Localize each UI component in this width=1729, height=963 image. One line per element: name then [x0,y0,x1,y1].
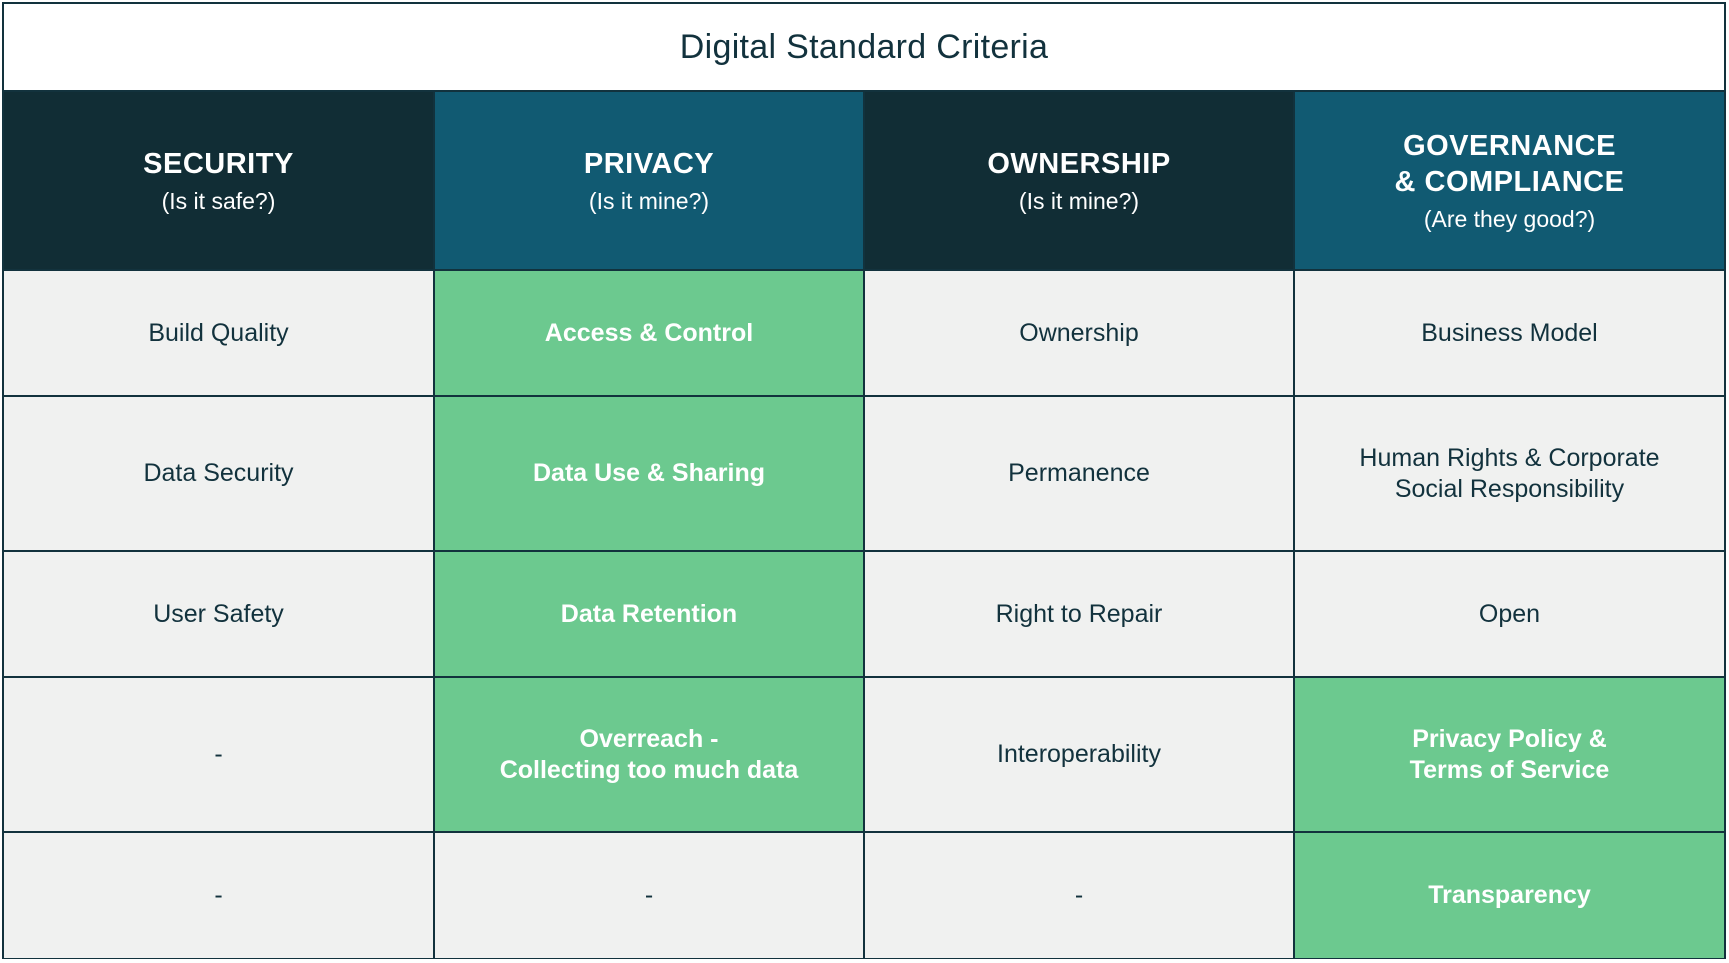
table-cell: - [4,676,435,833]
table-row: Build Quality Access & Control Ownership… [4,269,1724,397]
column-title: SECURITY [143,148,294,180]
cell-text: - [214,740,223,768]
cell-text: - [644,881,654,909]
table-cell: Ownership [863,269,1295,397]
table-cell: Interoperability [863,676,1295,833]
table-cell: Open [1293,550,1724,678]
table-title: Digital Standard Criteria [4,4,1724,92]
cell-text: Transparency [1428,881,1591,909]
table-cell: Overreach - Collecting too much data [433,676,865,833]
column-subtitle: (Is it mine?) [1018,188,1140,214]
cell-text: Privacy Policy & Terms of Service [1409,724,1610,784]
table-row: - - - Transparency [4,831,1724,958]
cell-text: Data Retention [560,599,738,628]
column-subtitle: (Are they good?) [1423,206,1596,232]
criteria-table: SECURITY (Is it safe?) PRIVACY (Is it mi… [4,92,1724,958]
column-subtitle: (Is it safe?) [161,188,276,214]
table-row: Data Security Data Use & Sharing Permane… [4,395,1724,552]
table-cell: - [433,831,865,958]
cell-text: Business Model [1421,318,1598,347]
column-header-security: SECURITY (Is it safe?) [4,92,435,271]
cell-text: Human Rights & Corporate Social Responsi… [1359,443,1660,503]
column-header-governance: GOVERNANCE & COMPLIANCE (Are they good?) [1293,92,1724,271]
cell-text: Open [1478,599,1541,628]
table-cell: Data Retention [433,550,865,678]
cell-text: Interoperability [997,740,1161,768]
table-cell: Data Use & Sharing [433,395,865,552]
cell-text: Data Security [143,459,294,487]
table-cell: Build Quality [4,269,435,397]
table-cell: - [863,831,1295,958]
column-title: OWNERSHIP [987,148,1171,180]
column-subtitle: (Is it mine?) [588,188,710,214]
cell-text: Permanence [1008,459,1150,487]
cell-text: - [1074,881,1084,909]
table-cell: Access & Control [433,269,865,397]
table-cell: - [4,831,435,958]
table-cell: Right to Repair [863,550,1295,678]
table-cell: Human Rights & Corporate Social Responsi… [1293,395,1724,552]
table-row: - Overreach - Collecting too much data I… [4,676,1724,833]
cell-text: Ownership [1019,318,1139,347]
table-row: User Safety Data Retention Right to Repa… [4,550,1724,678]
column-header-ownership: OWNERSHIP (Is it mine?) [863,92,1295,271]
table-cell: User Safety [4,550,435,678]
column-title: PRIVACY [583,148,715,180]
cell-text: Build Quality [148,318,289,347]
table-cell: Permanence [863,395,1295,552]
cell-text: Overreach - Collecting too much data [499,724,799,784]
cell-text: Access & Control [544,318,754,347]
column-header-privacy: PRIVACY (Is it mine?) [433,92,865,271]
table-cell: Transparency [1293,831,1724,958]
cell-text: User Safety [153,599,284,628]
table-cell: Business Model [1293,269,1724,397]
column-title: GOVERNANCE & COMPLIANCE [1394,130,1625,198]
table-cell: Data Security [4,395,435,552]
table-cell: Privacy Policy & Terms of Service [1293,676,1724,833]
header-row: SECURITY (Is it safe?) PRIVACY (Is it mi… [4,92,1724,271]
cell-text: Data Use & Sharing [532,459,765,487]
cell-text: Right to Repair [995,599,1163,628]
cell-text: - [214,881,223,909]
